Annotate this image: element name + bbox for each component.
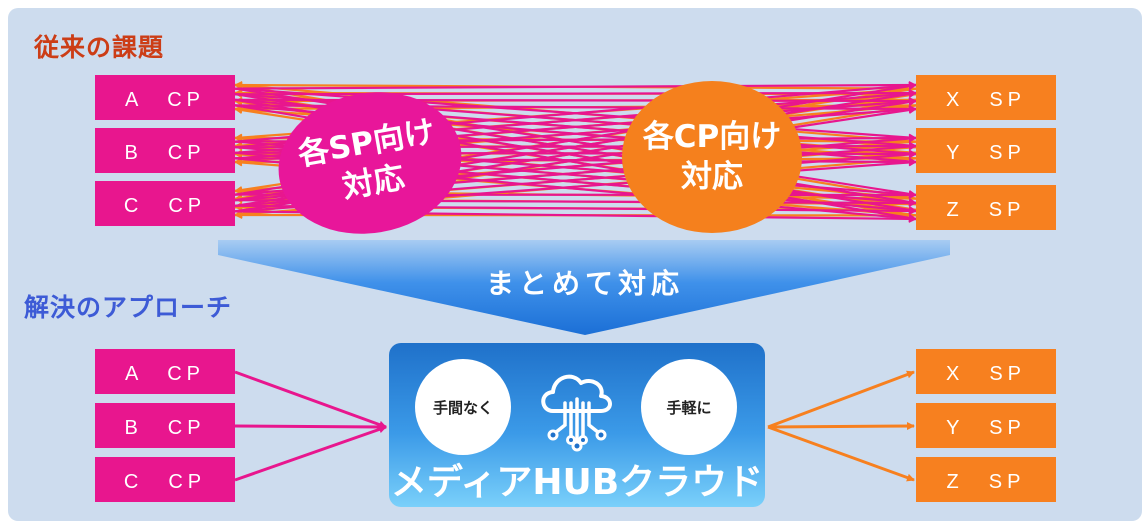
per-cp-handling-line-2: 対応	[680, 159, 743, 195]
service-provider-box-x-solution: X SP	[916, 349, 1056, 394]
service-provider-box-x: X SP	[916, 75, 1056, 120]
hub-output-line-2	[767, 425, 915, 482]
hub-connection-lines	[234, 370, 915, 482]
conventional-issues-heading: 従来の課題	[34, 33, 165, 62]
merge-funnel-arrow	[218, 240, 950, 335]
content-provider-box-b: B CP	[95, 128, 235, 173]
hub-input-line-1	[234, 422, 387, 431]
content-provider-box-a-solution: A CP	[95, 349, 235, 394]
hassle-free-badge: 手間なく	[415, 359, 511, 455]
content-provider-box-b-solution: B CP	[95, 403, 235, 448]
content-provider-box-c: C CP	[95, 181, 235, 226]
mesh-line-cp-0-sp-0-0	[234, 81, 917, 90]
hub-output-line-1	[767, 422, 915, 431]
cloud-network-icon	[541, 374, 612, 452]
mesh-line-cp-0-sp-0-1	[234, 89, 917, 98]
service-provider-box-y: Y SP	[916, 128, 1056, 173]
per-cp-handling-bubble: 各CP向け 対応	[622, 81, 802, 233]
merge-label: まとめて対応	[485, 267, 684, 300]
content-provider-box-c-solution: C CP	[95, 457, 235, 502]
service-provider-box-z-solution: Z SP	[916, 457, 1056, 502]
content-provider-box-a: A CP	[95, 75, 235, 120]
per-cp-handling-line-1: 各CP向け	[642, 119, 782, 155]
hub-input-line-0	[234, 370, 387, 429]
easy-badge: 手軽に	[641, 359, 737, 455]
media-hub-cloud-panel: 手間なく 手軽に メディアHUBクラウド	[389, 343, 765, 507]
solution-approach-heading: 解決のアプローチ	[24, 293, 233, 322]
hub-output-line-0	[767, 370, 915, 429]
service-provider-box-z: Z SP	[916, 185, 1056, 230]
media-hub-cloud-title: メディアHUBクラウド	[390, 462, 764, 503]
service-provider-box-y-solution: Y SP	[916, 403, 1056, 448]
hub-input-line-2	[234, 425, 387, 482]
